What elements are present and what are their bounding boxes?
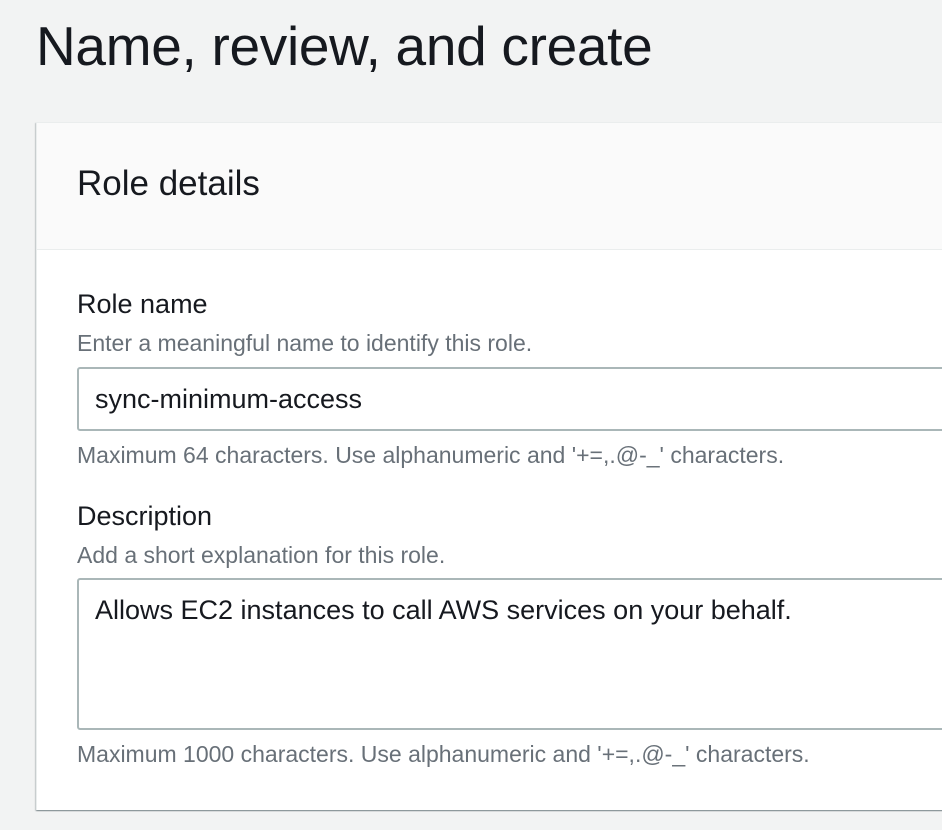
panel-title: Role details [77,164,260,203]
description-textarea[interactable]: Allows EC2 instances to call AWS service… [77,578,942,730]
role-name-constraint: Maximum 64 characters. Use alphanumeric … [77,442,785,468]
role-name-input[interactable]: sync-minimum-access [77,367,942,431]
role-details-panel: Role details Role name Enter a meaningfu… [36,122,942,810]
page-title: Name, review, and create [36,15,653,77]
role-name-input-value: sync-minimum-access [95,384,363,414]
description-constraint: Maximum 1000 characters. Use alphanumeri… [77,741,810,767]
description-textarea-value: Allows EC2 instances to call AWS service… [95,595,792,625]
panel-header: Role details [37,123,942,250]
role-name-description: Enter a meaningful name to identify this… [77,330,533,356]
role-name-label: Role name [77,289,208,319]
description-help-text: Add a short explanation for this role. [77,542,446,568]
description-label: Description [77,501,213,531]
